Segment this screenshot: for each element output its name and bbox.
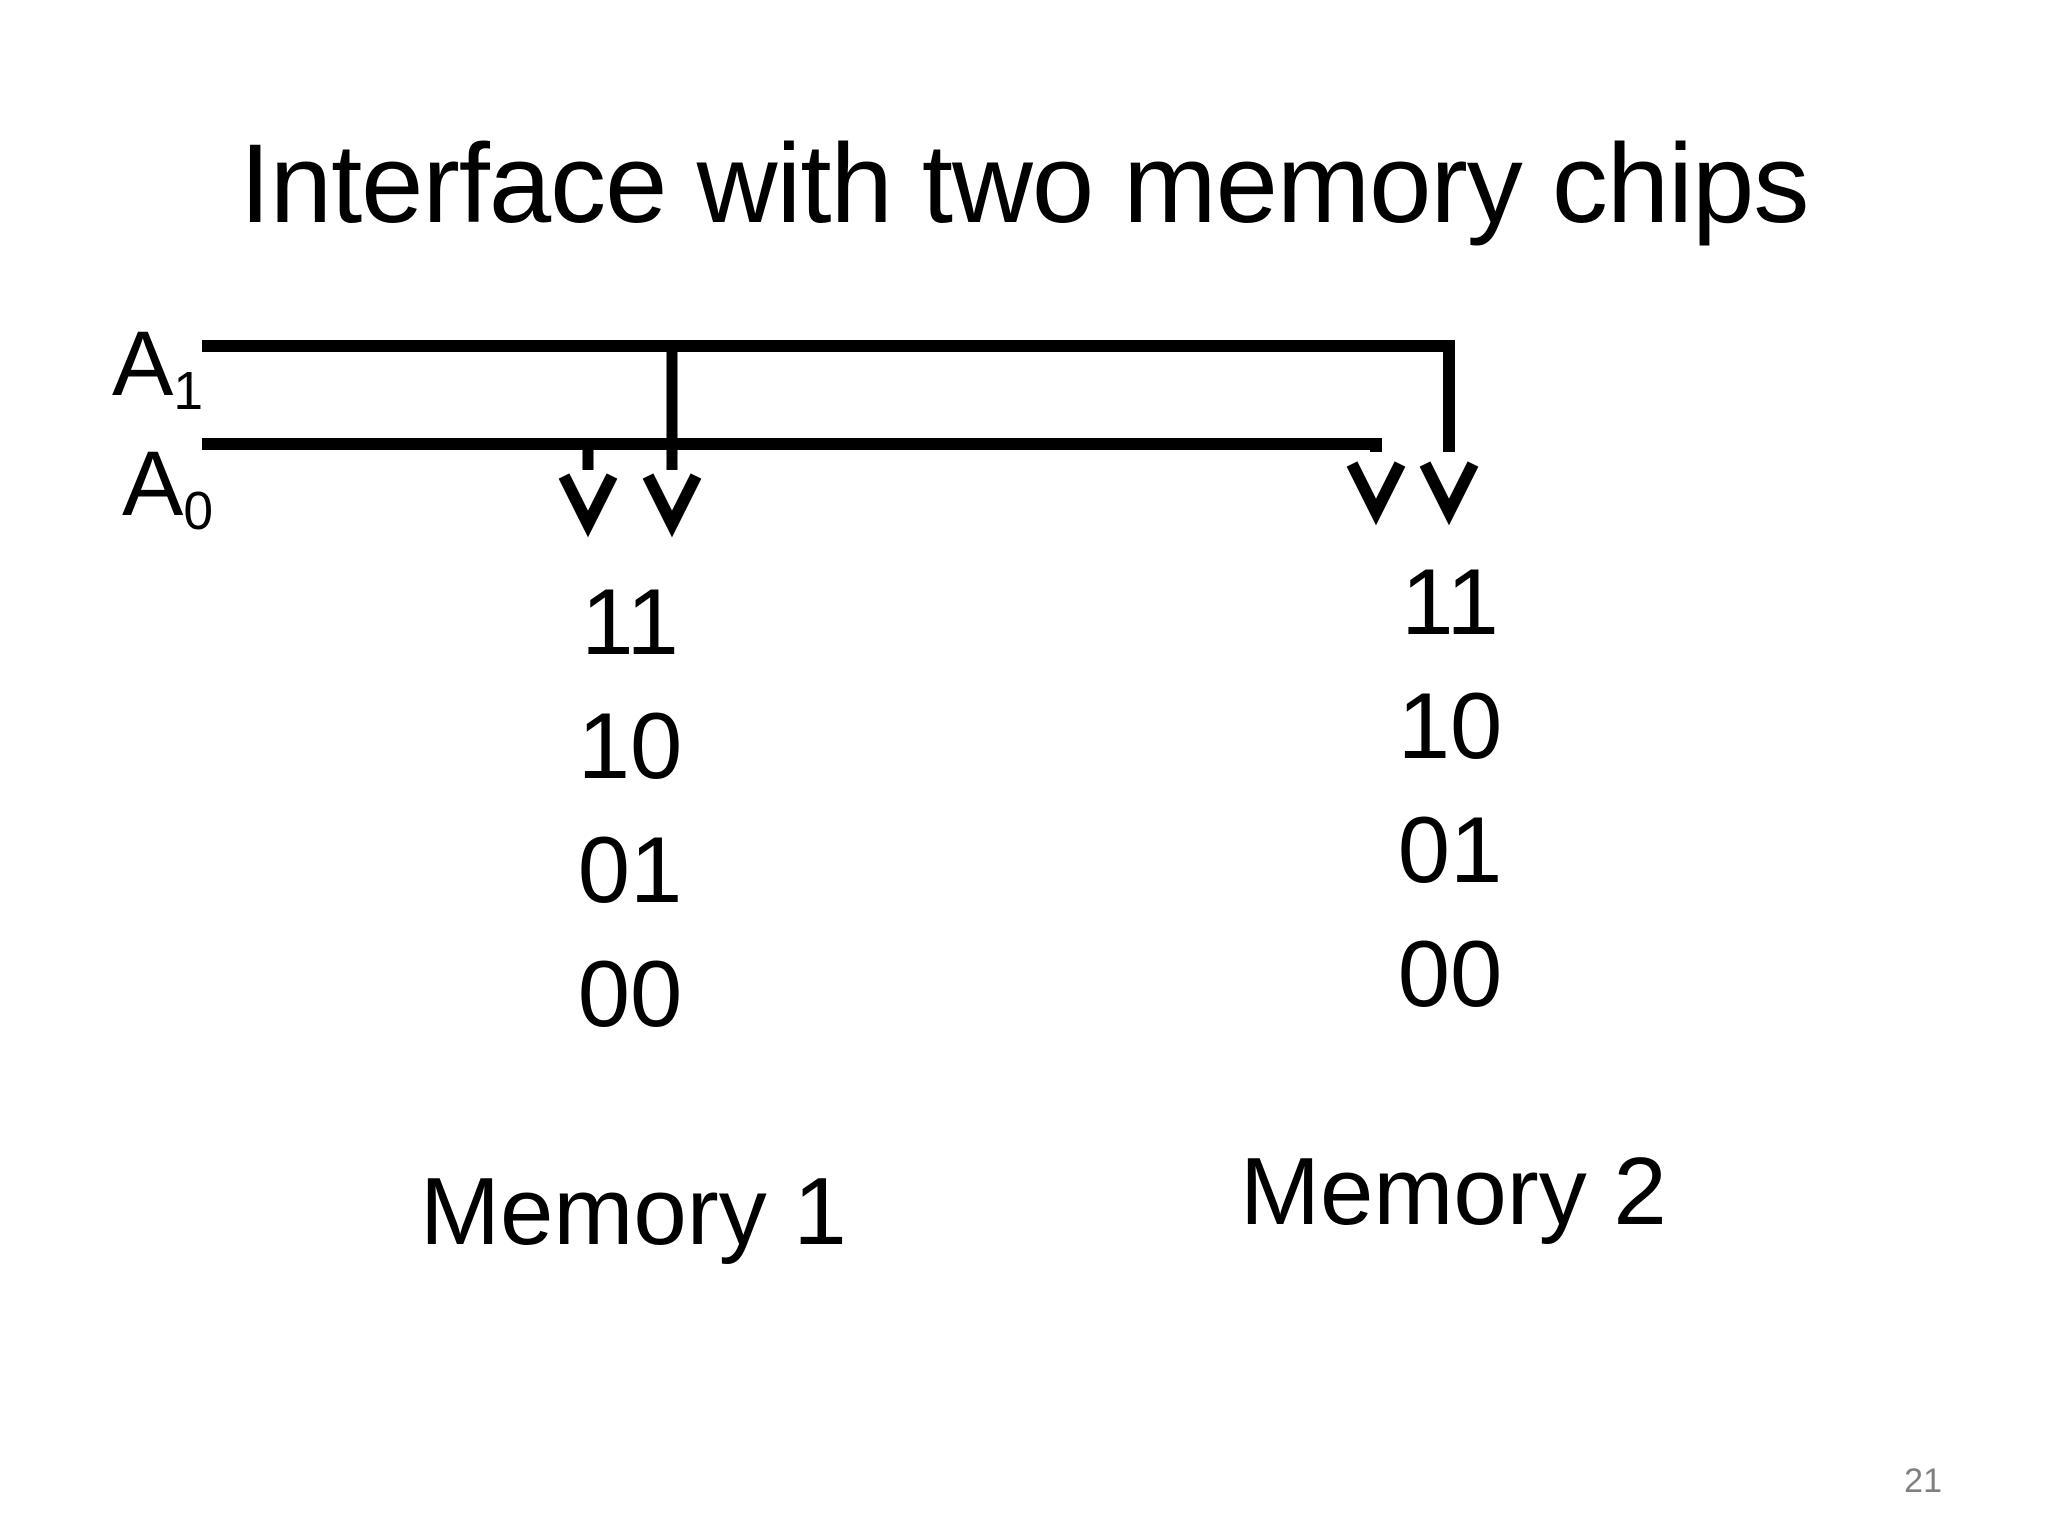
- memory-label-2: Memory 2: [1240, 1138, 1667, 1245]
- memory-cell: 10: [1397, 673, 1503, 778]
- arrow-head-a1-memory-1: [642, 473, 702, 538]
- memory-cell: 00: [1397, 921, 1503, 1026]
- memory-cell: 01: [1397, 797, 1503, 902]
- arrow-head-a0-memory-1: [558, 473, 618, 538]
- bus-label-a1-letter: A: [112, 313, 174, 415]
- memory-column-memory-1: 11 10 01 00 Memory 1: [420, 560, 847, 1265]
- memory-cell: 01: [577, 817, 683, 922]
- bus-label-a1-subscript: 1: [173, 361, 204, 421]
- memory-cell: 10: [577, 693, 683, 798]
- page-number: 21: [1904, 1462, 1942, 1500]
- bus-line-a1: [202, 340, 1455, 452]
- bus-label-a0-subscript: 0: [183, 481, 214, 541]
- memory-column-memory-2: 11 10 01 00 Memory 2: [1240, 540, 1667, 1245]
- bus-label-a0-letter: A: [122, 433, 184, 535]
- arrow-head-a0-memory-2: [1346, 461, 1406, 526]
- bus-label-a0: A0: [122, 438, 213, 538]
- memory-cell: 11: [1401, 549, 1499, 654]
- memory-cell: 00: [577, 941, 683, 1046]
- page-title: Interface with two memory chips: [239, 121, 1810, 246]
- arrow-head-a1-memory-2: [1419, 461, 1479, 526]
- memory-label-1: Memory 1: [420, 1158, 847, 1265]
- bus-label-a1: A1: [112, 318, 203, 418]
- memory-cell: 11: [581, 569, 679, 674]
- bus-line-a0: [202, 438, 1382, 452]
